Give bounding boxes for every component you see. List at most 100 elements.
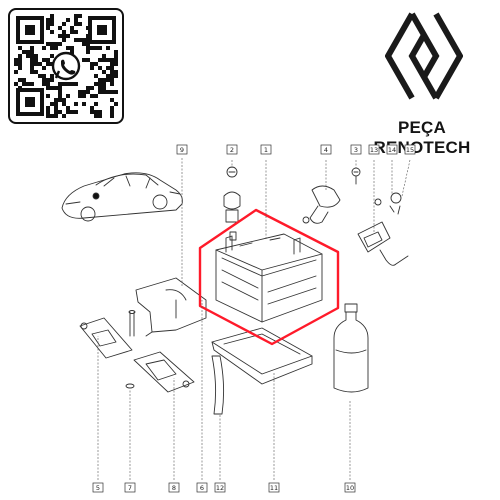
stud-part <box>125 310 136 389</box>
whatsapp-qr-code[interactable] <box>8 8 124 124</box>
qr-module <box>90 46 94 50</box>
qr-module <box>34 54 38 58</box>
qr-module <box>50 86 54 90</box>
qr-module <box>18 78 22 82</box>
qr-module <box>74 22 78 26</box>
qr-module <box>98 58 102 62</box>
qr-module <box>58 90 62 94</box>
callout-box <box>92 482 104 493</box>
qr-module <box>78 94 82 98</box>
qr-module <box>42 66 46 70</box>
qr-module <box>98 110 102 114</box>
callout-label: 11 <box>270 484 278 492</box>
terminal-connector-part <box>302 185 341 224</box>
qr-module <box>82 42 86 46</box>
qr-module <box>42 82 46 86</box>
qr-module <box>74 14 78 18</box>
callout-box <box>226 144 238 155</box>
qr-module <box>50 54 54 58</box>
qr-module <box>62 102 66 106</box>
qr-module <box>86 58 90 62</box>
qr-module <box>54 106 58 110</box>
qr-module <box>30 70 34 74</box>
callout-box <box>368 144 380 155</box>
qr-module <box>110 70 114 74</box>
qr-module <box>94 102 98 106</box>
callout-box <box>344 482 356 493</box>
qr-module <box>58 82 62 86</box>
qr-module <box>22 78 26 82</box>
qr-module <box>34 62 38 66</box>
distilled-water-bottle-part <box>333 303 369 393</box>
qr-module <box>110 110 114 114</box>
battery-part <box>215 231 323 323</box>
qr-module <box>110 90 114 94</box>
qr-module <box>86 86 90 90</box>
qr-module <box>102 90 106 94</box>
qr-module <box>30 66 34 70</box>
qr-module <box>90 106 94 110</box>
car-illustration-icon <box>61 172 183 222</box>
qr-module <box>50 114 54 118</box>
qr-module <box>58 86 62 90</box>
callout-box <box>176 144 188 155</box>
qr-module <box>66 94 70 98</box>
qr-module <box>58 110 62 114</box>
qr-module <box>62 30 66 34</box>
qr-module <box>54 102 58 106</box>
qr-module <box>114 102 118 106</box>
callout-label: 6 <box>200 484 204 492</box>
qr-module <box>18 62 22 66</box>
qr-module <box>106 74 110 78</box>
callout-label: 1 <box>264 146 268 154</box>
callout-1: 1 <box>260 144 272 155</box>
qr-module <box>46 42 50 46</box>
qr-module <box>62 114 66 118</box>
qr-module <box>90 94 94 98</box>
qr-module <box>42 58 46 62</box>
qr-module <box>94 82 98 86</box>
qr-module <box>110 114 114 118</box>
qr-module <box>94 74 98 78</box>
qr-module <box>102 54 106 58</box>
qr-module <box>50 46 54 50</box>
qr-module <box>94 62 98 66</box>
qr-module <box>94 94 98 98</box>
qr-module <box>70 110 74 114</box>
qr-module <box>90 62 94 66</box>
qr-module <box>78 22 82 26</box>
qr-module <box>22 50 26 54</box>
qr-module <box>54 42 58 46</box>
qr-module <box>94 110 98 114</box>
callout-8: 8 <box>168 482 180 493</box>
callout-12: 12 <box>214 482 226 493</box>
callout-11: 11 <box>268 482 280 493</box>
callout-label: 5 <box>96 484 100 492</box>
qr-module <box>50 78 54 82</box>
qr-module <box>86 50 90 54</box>
callout-label: 15 <box>406 146 414 154</box>
qr-module <box>82 102 86 106</box>
qr-module <box>62 34 66 38</box>
qr-module <box>114 58 118 62</box>
qr-module <box>114 62 118 66</box>
qr-module <box>102 78 106 82</box>
qr-module <box>46 114 50 118</box>
qr-module <box>30 54 34 58</box>
callout-7: 7 <box>124 482 136 493</box>
qr-module <box>98 46 102 50</box>
qr-module <box>42 74 46 78</box>
qr-module <box>58 34 62 38</box>
qr-module <box>98 86 102 90</box>
qr-module <box>50 22 54 26</box>
qr-module <box>18 66 22 70</box>
qr-module <box>70 50 74 54</box>
qr-module <box>38 74 42 78</box>
callout-box <box>196 482 208 493</box>
qr-module <box>90 66 94 70</box>
qr-module <box>90 110 94 114</box>
screw-part <box>351 167 361 185</box>
qr-module <box>58 42 62 46</box>
qr-module <box>50 74 54 78</box>
callout-box <box>386 144 398 155</box>
